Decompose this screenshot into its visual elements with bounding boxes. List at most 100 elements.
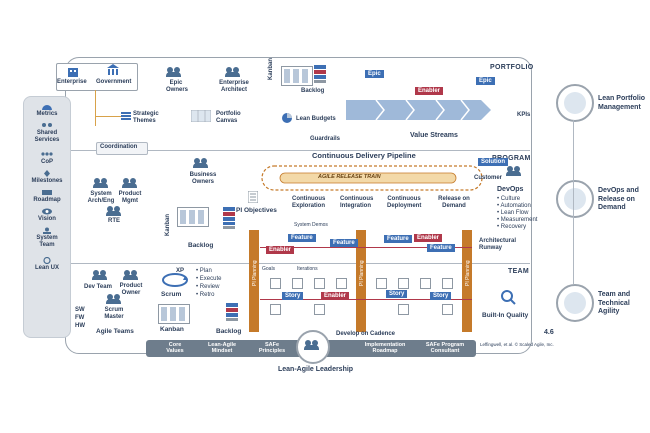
- enterprise-architect-label: Enterprise Architect: [219, 80, 249, 93]
- portfolio-flow-line-h: [95, 116, 121, 117]
- devops-item: • Recovery: [497, 224, 527, 230]
- sidebar-item-lean-ux[interactable]: Lean UX: [24, 257, 70, 272]
- value-streams-label: Value Streams: [410, 132, 458, 139]
- practice-item: • Plan: [196, 268, 212, 274]
- team-kanban-board: [158, 304, 190, 324]
- practice-item: • Review: [196, 284, 220, 290]
- system-arch-icon: [93, 178, 109, 188]
- ce-label: Continuous Exploration: [292, 196, 326, 209]
- portfolio-kanban-board: [281, 66, 313, 86]
- roadmap-icon: [42, 190, 52, 195]
- sidebar-item-system-team[interactable]: System Team: [24, 227, 70, 248]
- program-feature-tag: Feature: [427, 244, 455, 252]
- architectural-runway-label: Architectural Runway: [479, 238, 517, 251]
- iteration-box: [376, 278, 387, 289]
- enterprise-box: [56, 63, 138, 91]
- program-title: PROGRAM: [492, 155, 531, 162]
- cop-icon: [41, 152, 53, 156]
- customer-icon: [506, 166, 522, 176]
- government-icon: [107, 64, 119, 75]
- leadership-label: Lean-Agile Leadership: [278, 366, 354, 373]
- develop-on-cadence-label: Develop on Cadence: [336, 331, 396, 337]
- portfolio-canvas-icon: [191, 110, 211, 122]
- iteration-box: [398, 304, 409, 315]
- devops-title: DevOps: [497, 186, 524, 193]
- program-backlog-label: Backlog: [188, 242, 214, 249]
- iteration-box: [398, 278, 409, 289]
- sidebar-item-milestones[interactable]: Milestones: [24, 170, 70, 185]
- portfolio-canvas-label: Portfolio Canvas: [216, 111, 241, 124]
- devops-item: • Lean Flow: [497, 210, 529, 216]
- system-team-icon: [43, 227, 51, 234]
- dev-team-icon: [92, 270, 108, 280]
- built-in-quality-label: Built-In Quality: [482, 312, 529, 319]
- business-owners-icon: [193, 158, 209, 168]
- sidebar-item-roadmap[interactable]: Roadmap: [24, 189, 70, 204]
- team-kanban-label: Kanban: [160, 326, 184, 333]
- business-owners-label: Business Owners: [189, 172, 217, 185]
- built-in-quality-icon: [501, 290, 516, 305]
- program-feature-tag: Feature: [288, 234, 316, 242]
- iteration-box: [442, 304, 453, 315]
- product-mgmt-icon: [122, 178, 138, 188]
- team-story-tag: Story: [282, 292, 304, 300]
- shared-services-icon: [42, 123, 52, 127]
- roadmap-label: Implementation Roadmap: [364, 342, 406, 354]
- team-backlog-icon: [226, 303, 238, 321]
- program-kanban-board: [177, 207, 209, 227]
- enterprise-architect-icon: [225, 67, 241, 77]
- lean-budgets-icon: [282, 113, 292, 123]
- cd-pipeline-title: Continuous Delivery Pipeline: [312, 151, 416, 160]
- connector-right: [573, 120, 574, 284]
- program-enabler-tag: Enabler: [266, 246, 295, 254]
- lpm-badge: [556, 84, 594, 122]
- team-agility-badge: [556, 284, 594, 322]
- pi-planning-bar: PI Planning: [462, 230, 472, 332]
- solution-tag: Solution: [478, 158, 508, 166]
- cd-pipeline-loop: [261, 165, 483, 191]
- portfolio-epic-tag-1: Epic: [365, 70, 384, 78]
- coordination-box: [96, 142, 148, 155]
- portfolio-flow-line: [95, 90, 96, 126]
- version-label: 4.6: [544, 329, 554, 336]
- portfolio-title: PORTFOLIO: [490, 64, 534, 71]
- epic-owners-icon: [166, 67, 182, 77]
- xp-label: XP: [176, 268, 185, 274]
- guardrails-label: Guardrails: [310, 136, 341, 142]
- program-kanban-label: Kanban: [165, 213, 171, 236]
- program-timeline: [260, 247, 472, 248]
- devops-badge: [556, 180, 594, 218]
- sidebar-item-metrics[interactable]: Metrics: [24, 103, 70, 118]
- enterprise-icon: [68, 68, 78, 77]
- cdep-label: Continuous Deployment: [387, 196, 422, 209]
- pi-objectives-icon: [248, 191, 258, 203]
- strategic-themes-label: Strategic Themes: [133, 111, 159, 124]
- team-timeline: [260, 299, 472, 300]
- enterprise-label: Enterprise: [57, 79, 87, 85]
- mindset-label: Lean-Agile Mindset: [207, 342, 237, 354]
- product-mgmt-label: Product Mgmt: [118, 191, 142, 204]
- iteration-box: [336, 278, 347, 289]
- program-backlog-icon: [223, 207, 235, 229]
- iteration-box: [270, 278, 281, 289]
- value-stream-chevrons: [375, 100, 491, 120]
- program-team-divider: [66, 263, 530, 264]
- iteration-box: [270, 304, 281, 315]
- pi-planning-bar: PI Planning: [249, 230, 259, 332]
- agile-teams-label: Agile Teams: [96, 328, 134, 335]
- program-feature-tag: Feature: [330, 239, 358, 247]
- rte-label: RTE: [108, 218, 120, 224]
- principles-label: SAFe Principles: [258, 342, 286, 354]
- sidebar-item-cop[interactable]: CoP: [24, 151, 70, 166]
- vision-icon: [42, 208, 52, 215]
- program-feature-tag: Feature: [384, 235, 412, 243]
- iteration-box: [420, 278, 431, 289]
- art-label: AGILE RELEASE TRAIN: [318, 174, 381, 180]
- sw-label: SW: [75, 307, 85, 313]
- sidebar-item-shared-services[interactable]: Shared Services: [24, 122, 70, 143]
- portfolio-backlog-icon: [314, 65, 326, 83]
- iteration-box: [314, 278, 325, 289]
- team-backlog-label: Backlog: [216, 328, 242, 335]
- sidebar-item-vision[interactable]: Vision: [24, 208, 70, 223]
- system-demos-label: System Demos: [294, 222, 328, 228]
